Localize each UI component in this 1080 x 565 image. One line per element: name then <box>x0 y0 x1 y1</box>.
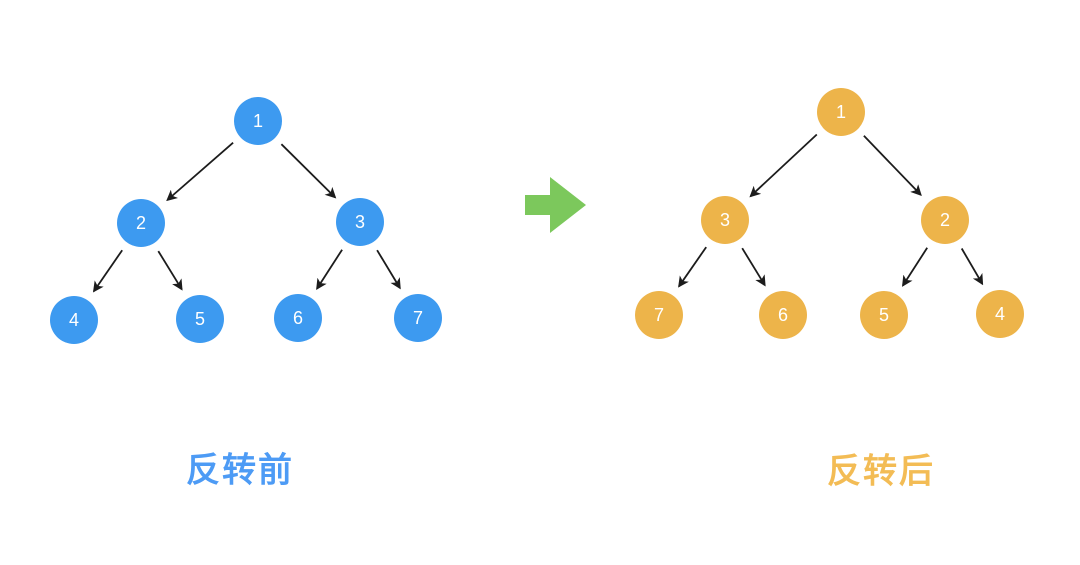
tree-node-before-6: 6 <box>274 294 322 342</box>
tree-node-before-2: 2 <box>117 199 165 247</box>
tree-edge <box>166 142 234 202</box>
tree-node-before-3: 3 <box>336 198 384 246</box>
tree-node-after-5: 5 <box>860 291 908 339</box>
tree-node-before-1: 1 <box>234 97 282 145</box>
tree-edge <box>678 246 707 288</box>
tree-node-after-7: 7 <box>635 291 683 339</box>
transform-arrow-icon <box>525 177 586 233</box>
tree-edge <box>280 143 337 199</box>
tree-node-before-7: 7 <box>394 294 442 342</box>
tree-edge <box>741 247 766 287</box>
tree-node-after-4: 4 <box>976 290 1024 338</box>
tree-edge <box>863 135 922 196</box>
tree-edge <box>749 133 818 198</box>
tree-edge <box>960 248 984 286</box>
tree-edge <box>316 249 343 290</box>
label-after-inversion: 反转后 <box>827 452 935 491</box>
tree-node-after-1: 1 <box>817 88 865 136</box>
tree-edge <box>92 249 123 293</box>
tree-node-before-5: 5 <box>176 295 224 343</box>
tree-edge <box>902 247 928 287</box>
label-before-inversion: 反转前 <box>186 451 294 490</box>
tree-edges-group <box>92 133 984 293</box>
tree-node-before-4: 4 <box>50 296 98 344</box>
tree-edge <box>376 249 401 290</box>
tree-node-after-2: 2 <box>921 196 969 244</box>
tree-node-after-6: 6 <box>759 291 807 339</box>
tree-edge <box>157 250 183 291</box>
tree-node-after-3: 3 <box>701 196 749 244</box>
